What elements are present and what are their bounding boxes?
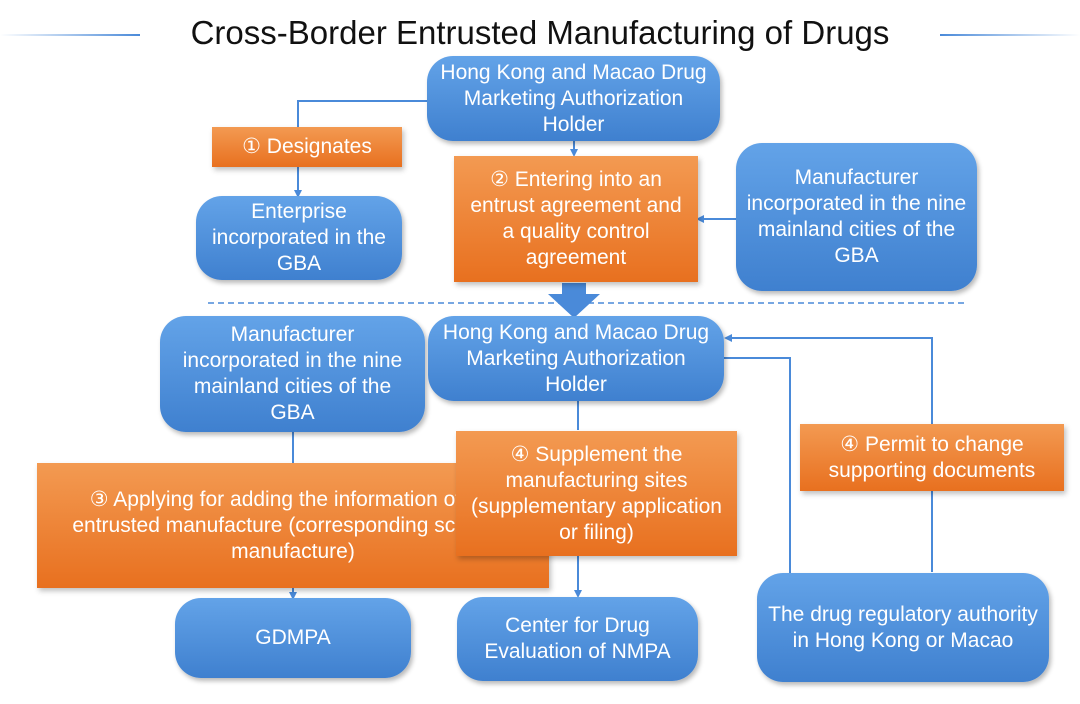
diagram-title: Cross-Border Entrusted Manufacturing of … [0,8,1080,58]
gdmpa-node: GDMPA [175,598,411,678]
section-down-arrow [548,283,600,318]
title-rule-left [0,34,140,36]
regulator-node: The drug regulatory authority in Hong Ko… [757,573,1049,682]
cde-node: Center for Drug Evaluation of NMPA [457,597,698,681]
manufacturer-top-node: Manufacturer incorporated in the nine ma… [736,143,977,291]
manufacturer-bottom-node: Manufacturer incorporated in the nine ma… [160,316,425,432]
supplement-step: ④ Supplement the manufacturing sites (su… [456,431,737,556]
hk-holder-top-node: Hong Kong and Macao Drug Marketing Autho… [427,56,720,141]
enterprise-gba-node: Enterprise incorporated in the GBA [196,196,402,280]
title-rule-right [940,34,1080,36]
designates-label: ① Designates [212,127,402,167]
permit-step: ④ Permit to change supporting documents [800,424,1064,491]
connector-holder-to-regulator [724,357,794,586]
connector-regulator-to-holder [724,334,933,572]
entrust-agreement-step: ② Entering into an entrust agreement and… [454,156,698,282]
hk-holder-bottom-node: Hong Kong and Macao Drug Marketing Autho… [428,316,724,401]
